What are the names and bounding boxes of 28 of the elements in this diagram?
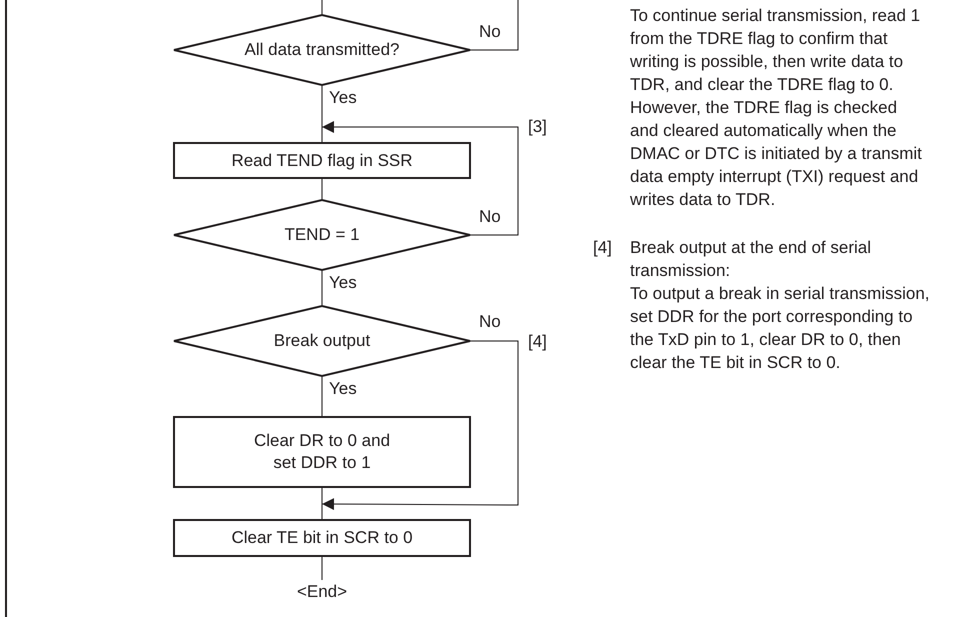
edge-label: Yes bbox=[328, 381, 358, 397]
callout-number: [4] bbox=[528, 331, 548, 353]
callout-number: [3] bbox=[528, 116, 548, 138]
process-text: Read TEND flag in SSR bbox=[231, 150, 413, 172]
connector-line bbox=[470, 0, 518, 50]
process-text: Clear DR to 0 and set DDR to 1 bbox=[252, 430, 392, 474]
decision-diamond bbox=[174, 15, 470, 85]
note-text: To output a break in serial transmission, set DDR for the port corresponding to the TxD pin to 1, clear DR to 0, then clear the TE bit in SCR to 0. bbox=[630, 283, 930, 374]
callout-number: [4] bbox=[593, 237, 613, 259]
edge-label: Yes bbox=[328, 275, 358, 291]
decision-text: TEND = 1 bbox=[284, 224, 360, 246]
edge-label: Yes bbox=[328, 90, 358, 106]
decision-diamond bbox=[174, 200, 470, 270]
decision-diamond bbox=[174, 306, 470, 376]
edge-label: No bbox=[478, 314, 502, 330]
edge-label: No bbox=[478, 209, 502, 225]
note-text: To continue serial transmission, read 1 from the TDRE flag to confirm that writing is possible, then write data to TDR, and clear the TDRE flag to 0. However, the TDRE flag is checked and cleared automatically when the DMAC or DTC is initiated by a transmit data empty interrupt (TXI) request and writes data to TDR. bbox=[630, 5, 923, 211]
end-label: <End> bbox=[292, 580, 352, 604]
arrow bbox=[322, 340, 518, 510]
process-box bbox=[173, 519, 471, 557]
decision-text: All data transmitted? bbox=[244, 39, 400, 61]
decision-text: Break output bbox=[274, 330, 370, 352]
edge-label: No bbox=[478, 24, 502, 40]
process-box bbox=[173, 142, 471, 179]
note-text: Break output at the end of serial transmission: bbox=[630, 237, 872, 282]
arrow bbox=[322, 121, 518, 236]
process-text: Clear TE bit in SCR to 0 bbox=[231, 527, 413, 549]
process-box bbox=[173, 416, 471, 488]
